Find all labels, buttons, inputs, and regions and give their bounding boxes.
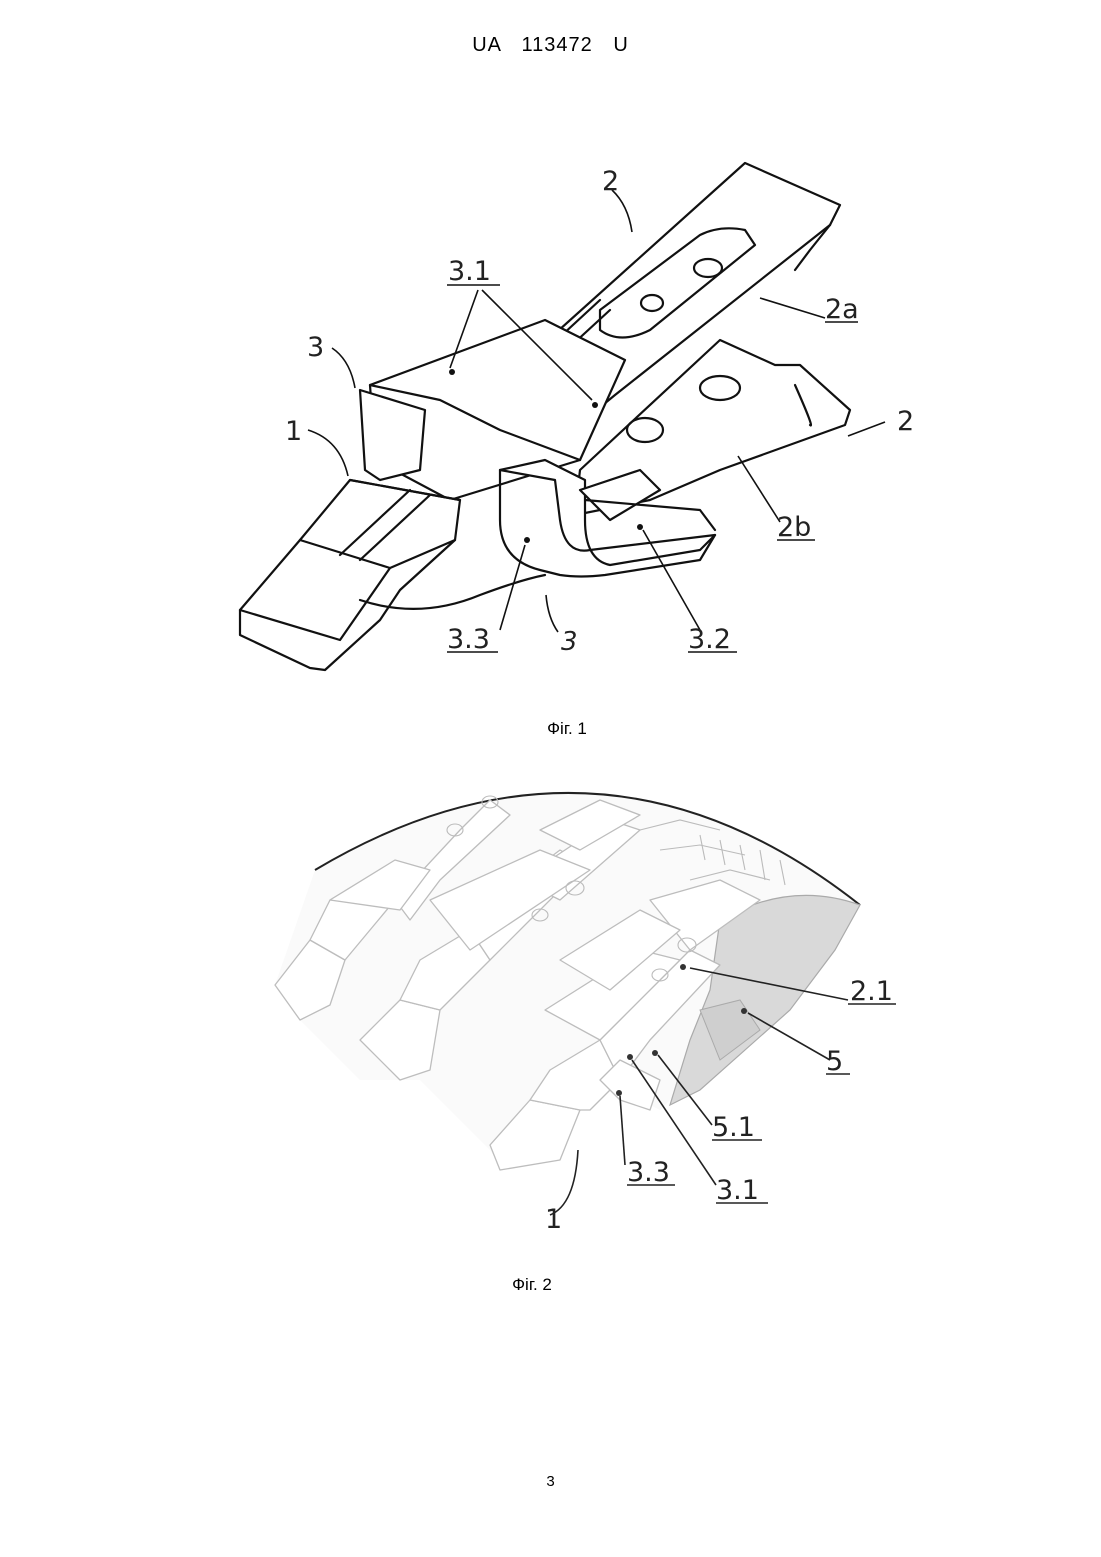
fig2-label-1: 1 [545, 1204, 562, 1235]
fig2-label-5: 5 [826, 1046, 843, 1077]
fig2-label-5-1: 5.1 [712, 1112, 755, 1143]
fig2-label-3-1: 3.1 [716, 1175, 759, 1206]
page-number: 3 [0, 1473, 1101, 1490]
fig2-label-3-3: 3.3 [627, 1157, 670, 1188]
figure-2-caption: Фіг. 2 [432, 1275, 632, 1295]
fig2-label-2-1: 2.1 [850, 976, 893, 1007]
